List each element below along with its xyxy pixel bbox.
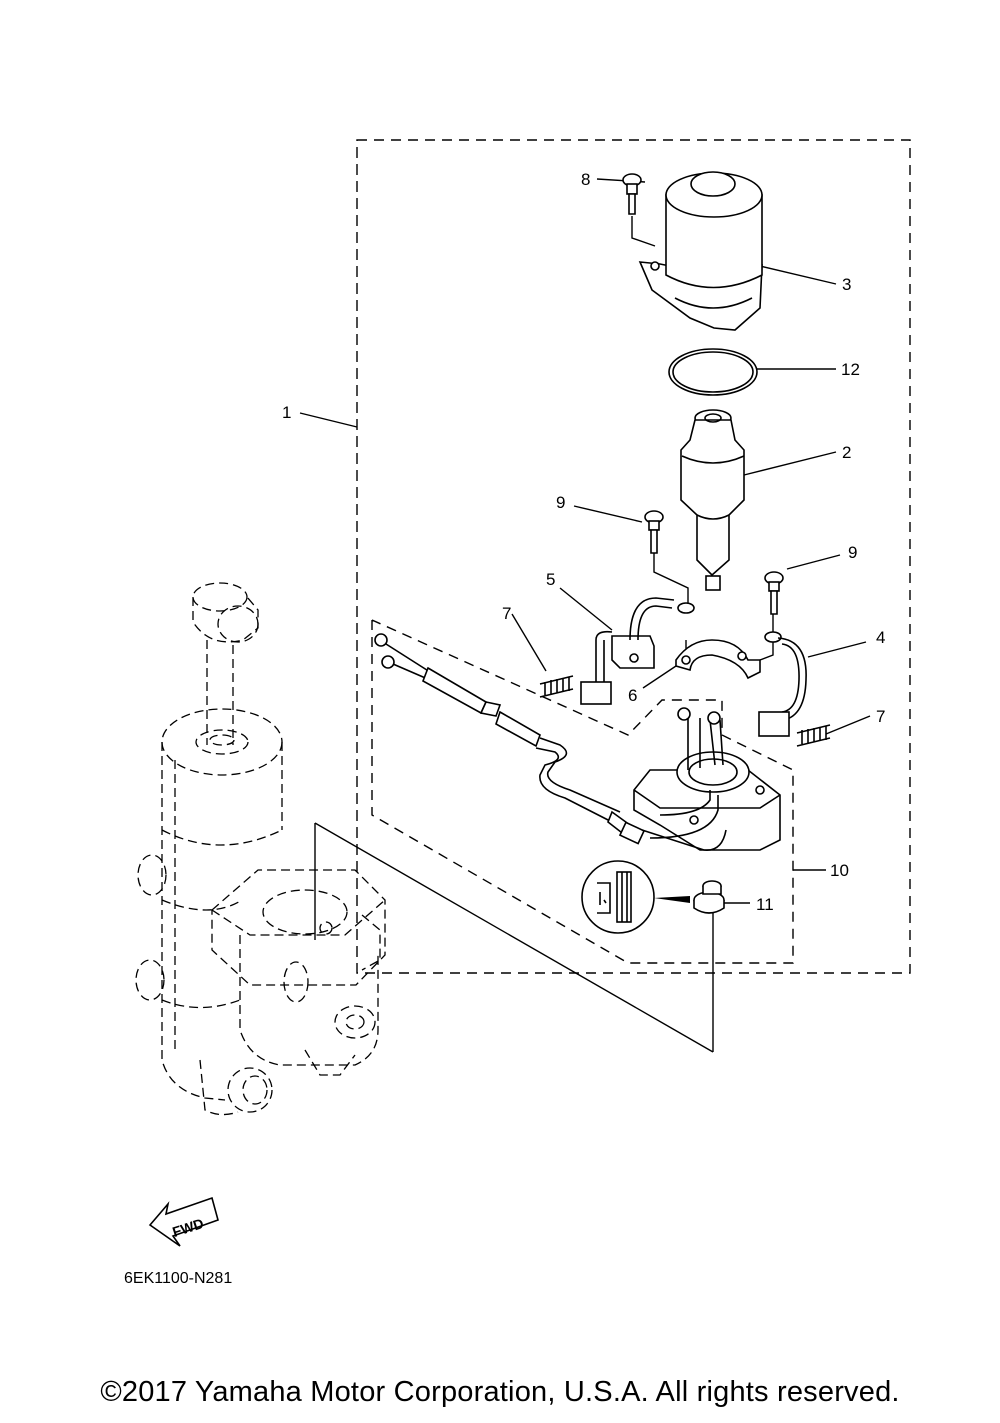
callout-8: 8 bbox=[581, 170, 590, 189]
callout-3: 3 bbox=[842, 275, 851, 294]
trim-tilt-unit-phantom bbox=[135, 582, 386, 1116]
spring-part-7-left bbox=[539, 675, 574, 698]
detail-magnifier bbox=[581, 860, 690, 934]
brush-holder-part-5 bbox=[580, 597, 675, 705]
leader-lines bbox=[299, 178, 871, 1053]
o-ring-part-12 bbox=[668, 348, 758, 396]
harness-cable bbox=[374, 633, 646, 845]
assembly-outline-1 bbox=[356, 139, 911, 974]
spring-part-7-right bbox=[796, 724, 831, 747]
callout-10: 10 bbox=[830, 861, 849, 880]
callout-12: 12 bbox=[841, 360, 860, 379]
callout-5: 5 bbox=[546, 570, 555, 589]
brush-lead-part-4 bbox=[758, 637, 807, 737]
grommet-part-11 bbox=[693, 880, 725, 914]
callout-7-left: 7 bbox=[502, 604, 511, 623]
callout-1: 1 bbox=[282, 403, 291, 422]
copyright-notice: ©2017 Yamaha Motor Corporation, U.S.A. A… bbox=[100, 1376, 900, 1408]
callout-9-left: 9 bbox=[556, 493, 565, 512]
callout-9-right: 9 bbox=[848, 543, 857, 562]
screw-part-9-left bbox=[644, 510, 664, 554]
diagram-code: 6EK1100-N281 bbox=[124, 1270, 232, 1287]
assembly-outline-10 bbox=[371, 619, 794, 964]
brush-plate-part-6 bbox=[675, 639, 761, 680]
callout-4: 4 bbox=[876, 628, 885, 647]
fwd-arrow-icon: FWD bbox=[148, 1196, 219, 1247]
trim-sensor-part-10 bbox=[633, 707, 781, 851]
callout-11: 11 bbox=[756, 895, 774, 914]
callout-6: 6 bbox=[628, 686, 637, 705]
armature-part-2 bbox=[680, 409, 745, 591]
screw-part-9-right bbox=[764, 571, 784, 615]
callout-7-right: 7 bbox=[876, 707, 885, 726]
screw-part-8 bbox=[622, 173, 642, 215]
electric-motor-part-3 bbox=[638, 171, 763, 331]
callout-2: 2 bbox=[842, 443, 851, 462]
